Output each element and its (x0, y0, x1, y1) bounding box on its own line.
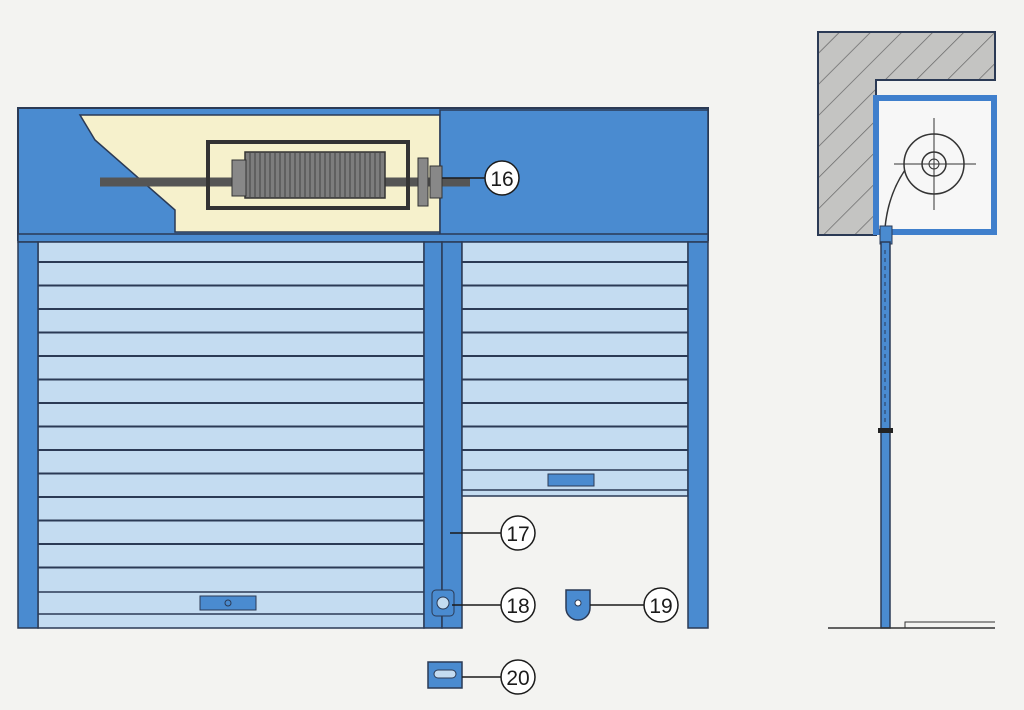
left-curtain (37, 241, 425, 629)
callout-16: 16 (484, 160, 520, 196)
left-door (17, 241, 425, 629)
callout-label-16: 16 (490, 168, 513, 191)
callout-20: 20 (500, 659, 536, 695)
left-handle (199, 595, 257, 611)
wall-lintel (817, 31, 996, 236)
right-guide-rail (687, 241, 709, 629)
right-curtain (461, 241, 689, 497)
callout-19: 19 (643, 587, 679, 623)
motor-frame (206, 140, 410, 210)
callout-label-17: 17 (506, 523, 529, 546)
callout-label-19: 19 (649, 595, 672, 618)
section-head-box (873, 95, 997, 235)
bearing (417, 157, 429, 207)
callout-label-18: 18 (506, 595, 529, 618)
motor-shaft-assembly (100, 140, 470, 210)
callout-label-20: 20 (506, 667, 529, 690)
center-post (423, 241, 463, 629)
callout-17: 17 (500, 515, 536, 551)
right-handle (547, 473, 595, 487)
callouts: 16 17 18 19 20 (442, 160, 679, 695)
section-view (817, 31, 997, 629)
roll-circle (903, 133, 965, 195)
right-door (461, 241, 709, 629)
left-guide-rail (17, 241, 39, 629)
callout-18: 18 (500, 587, 536, 623)
